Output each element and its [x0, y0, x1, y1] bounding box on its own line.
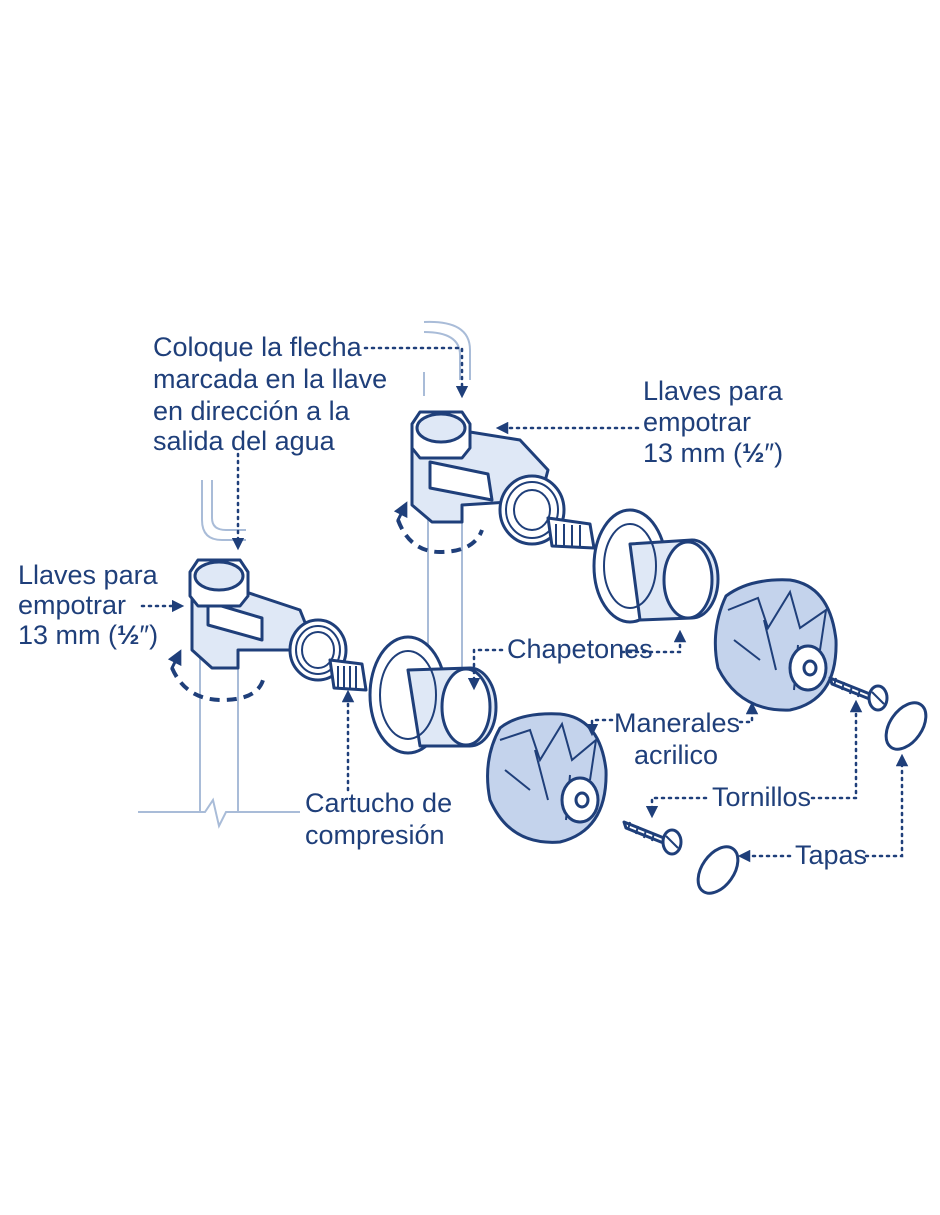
- handle-icon-right: [713, 578, 838, 712]
- svg-text:Manerales: Manerales: [614, 708, 740, 738]
- label-chapetones: Chapetones: [507, 634, 653, 664]
- svg-text:en dirección a la: en dirección a la: [153, 396, 351, 426]
- label-cartucho: Cartucho de compresión: [305, 788, 452, 850]
- escutcheon-icon-left: [368, 635, 498, 755]
- label-tornillos: Tornillos: [712, 782, 811, 812]
- escutcheon-icon-right: [592, 508, 720, 624]
- label-coloque: Coloque la flecha marcada en la llave en…: [153, 332, 387, 456]
- valve-icon-left: [167, 558, 368, 703]
- svg-text:Llaves para: Llaves para: [643, 376, 784, 406]
- label-manerales: Manerales acrilico: [614, 708, 740, 770]
- label-llaves-left: Llaves para empotrar 13 mm (½″): [18, 560, 159, 650]
- svg-text:compresión: compresión: [305, 820, 445, 850]
- svg-text:salida del agua: salida del agua: [153, 426, 336, 456]
- handle-icon-left: [486, 712, 608, 844]
- valve-icon-right: [393, 410, 596, 555]
- screw-icon-right: [828, 676, 889, 712]
- screw-icon-left: [622, 820, 683, 856]
- svg-text:Cartucho de: Cartucho de: [305, 788, 452, 818]
- svg-text:13 mm (½″): 13 mm (½″): [18, 620, 158, 650]
- label-tapas: Tapas: [795, 840, 867, 870]
- svg-text:13 mm (½″): 13 mm (½″): [643, 438, 783, 468]
- label-llaves-right: Llaves para empotrar 13 mm (½″): [643, 376, 784, 468]
- svg-text:marcada en la llave: marcada en la llave: [153, 364, 387, 394]
- svg-text:empotrar: empotrar: [643, 407, 751, 437]
- svg-text:acrilico: acrilico: [634, 740, 718, 770]
- cap-ring-icon-left: [696, 845, 740, 895]
- cap-ring-icon-right: [884, 701, 928, 751]
- svg-text:Coloque la flecha: Coloque la flecha: [153, 332, 363, 362]
- leader-lines: [140, 346, 909, 863]
- svg-text:Llaves para: Llaves para: [18, 560, 159, 590]
- svg-text:empotrar: empotrar: [18, 590, 126, 620]
